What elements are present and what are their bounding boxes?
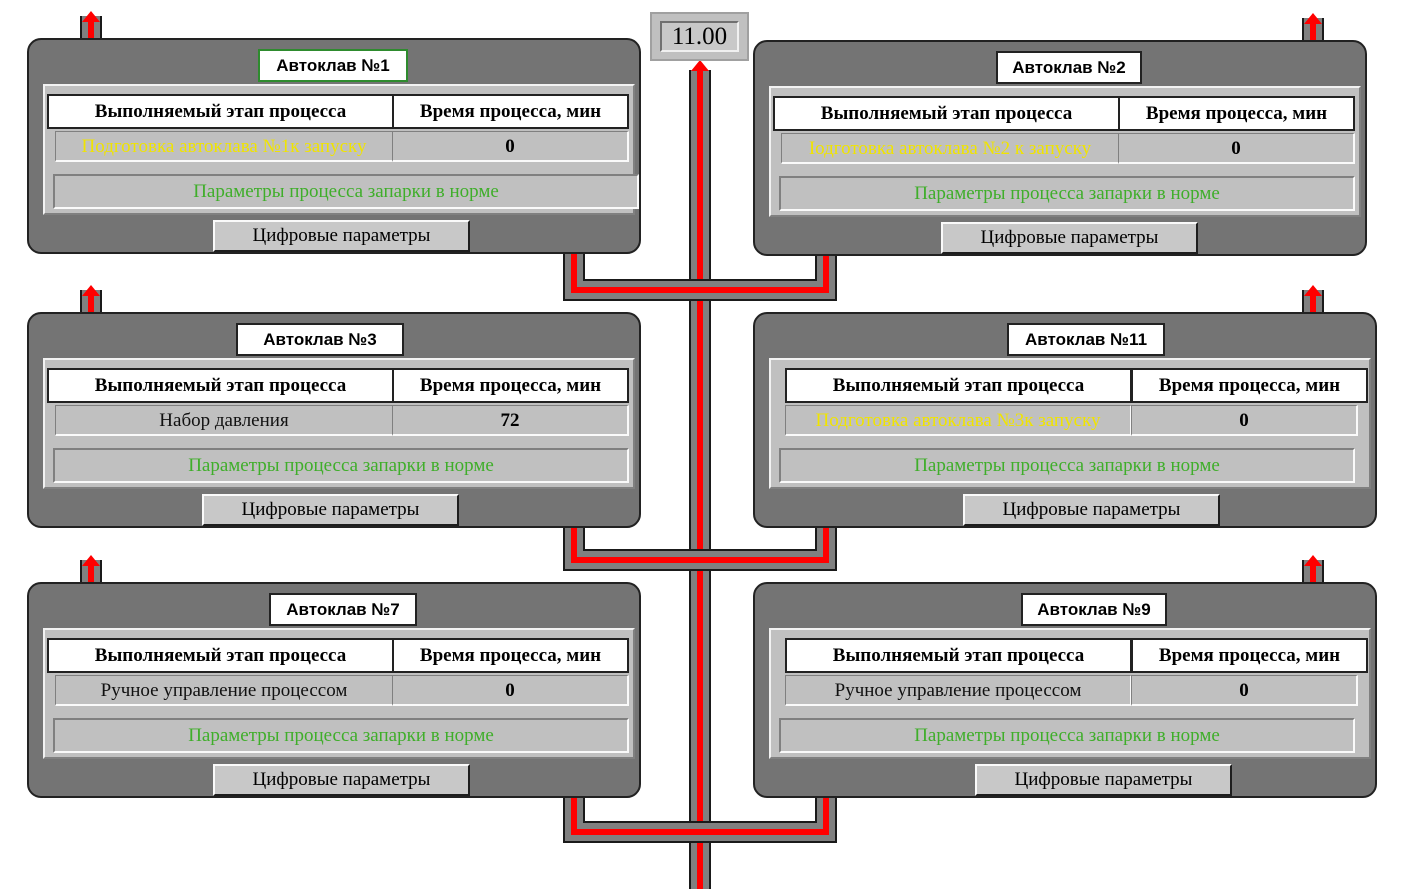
autoclave-panel-1: Автоклав №1 Выполняемый этап процесса Вр… (27, 38, 641, 254)
branch-pipe-right (700, 522, 837, 571)
digital-parameters-button[interactable]: Цифровые параметры (975, 764, 1232, 796)
process-status-message: Параметры процесса запарки в норме (53, 174, 639, 209)
branch-pipe-left (563, 792, 700, 843)
process-stage-value: Ручное управление процессом (55, 675, 394, 706)
process-time-value: 0 (392, 675, 629, 706)
autoclave-process-table: Выполняемый этап процесса Время процесса… (43, 628, 635, 759)
arrow-up-icon (82, 555, 100, 566)
arrow-up-icon (1304, 285, 1322, 296)
process-status-message: Параметры процесса запарки в норме (53, 448, 629, 483)
column-header-time: Время процесса, мин (392, 94, 629, 129)
clock-value: 11.00 (660, 21, 739, 52)
arrow-up-icon (1304, 555, 1322, 566)
digital-parameters-button[interactable]: Цифровые параметры (941, 222, 1198, 254)
autoclave-title: Автоклав №11 (1007, 323, 1165, 356)
autoclave-process-table: Выполняемый этап процесса Время процесса… (769, 628, 1371, 759)
clock-display: 11.00 (650, 12, 749, 61)
digital-parameters-button[interactable]: Цифровые параметры (963, 494, 1220, 526)
process-stage-value: Подготовка автоклава №1к запуску (55, 131, 394, 162)
autoclave-panel-7: Автоклав №7 Выполняемый этап процесса Вр… (27, 582, 641, 798)
process-stage-value: Подготовка автоклава №3к запуску (785, 405, 1132, 436)
process-stage-value: Набор давления (55, 405, 394, 436)
autoclave-process-table: Выполняемый этап процесса Время процесса… (43, 84, 639, 215)
column-header-time: Время процесса, мин (1131, 368, 1368, 403)
column-header-time: Время процесса, мин (392, 638, 629, 673)
column-header-stage: Выполняемый этап процесса (785, 638, 1132, 673)
column-header-stage: Выполняемый этап процесса (785, 368, 1132, 403)
autoclave-process-table: Выполняемый этап процесса Время процесса… (43, 358, 635, 489)
autoclave-panel-3: Автоклав №3 Выполняемый этап процесса Вр… (27, 312, 641, 528)
autoclave-panel-9: Автоклав №9 Выполняемый этап процесса Вр… (753, 582, 1377, 798)
column-header-stage: Выполняемый этап процесса (47, 94, 394, 129)
autoclave-title: Автоклав №9 (1021, 593, 1167, 626)
process-stage-value: Iодготовка автоклава №2 к запуску (781, 133, 1120, 164)
arrow-up-icon (1304, 13, 1322, 24)
autoclave-title: Автоклав №2 (996, 51, 1142, 84)
process-stage-value: Ручное управление процессом (785, 675, 1132, 706)
autoclave-panel-2: Автоклав №2 Выполняемый этап процесса Вр… (753, 40, 1367, 256)
branch-pipe-left (563, 250, 700, 301)
branch-pipe-right (700, 250, 837, 301)
column-header-stage: Выполняемый этап процесса (773, 96, 1120, 131)
process-time-value: 0 (1131, 675, 1358, 706)
process-time-value: 72 (392, 405, 629, 436)
digital-parameters-button[interactable]: Цифровые параметры (202, 494, 459, 526)
arrow-up-icon (82, 285, 100, 296)
process-time-value: 0 (1131, 405, 1358, 436)
column-header-stage: Выполняемый этап процесса (47, 368, 394, 403)
column-header-time: Время процесса, мин (392, 368, 629, 403)
column-header-time: Время процесса, мин (1131, 638, 1368, 673)
arrow-up-icon (691, 60, 709, 71)
process-status-message: Параметры процесса запарки в норме (779, 718, 1355, 753)
autoclave-process-table: Выполняемый этап процесса Время процесса… (769, 86, 1361, 217)
autoclave-panel-11: Автоклав №11 Выполняемый этап процесса В… (753, 312, 1377, 528)
branch-pipe-left (563, 522, 700, 571)
autoclave-title: Автоклав №1 (258, 49, 408, 82)
autoclave-process-table: Выполняемый этап процесса Время процесса… (769, 358, 1371, 489)
autoclave-title: Автоклав №3 (236, 323, 404, 356)
branch-pipe-right (700, 792, 837, 843)
arrow-up-icon (82, 11, 100, 22)
column-header-stage: Выполняемый этап процесса (47, 638, 394, 673)
autoclave-title: Автоклав №7 (269, 593, 417, 626)
process-time-value: 0 (392, 131, 629, 162)
process-time-value: 0 (1118, 133, 1355, 164)
column-header-time: Время процесса, мин (1118, 96, 1355, 131)
process-status-message: Параметры процесса запарки в норме (779, 176, 1355, 211)
digital-parameters-button[interactable]: Цифровые параметры (213, 764, 470, 796)
process-status-message: Параметры процесса запарки в норме (779, 448, 1355, 483)
digital-parameters-button[interactable]: Цифровые параметры (213, 220, 470, 252)
process-status-message: Параметры процесса запарки в норме (53, 718, 629, 753)
